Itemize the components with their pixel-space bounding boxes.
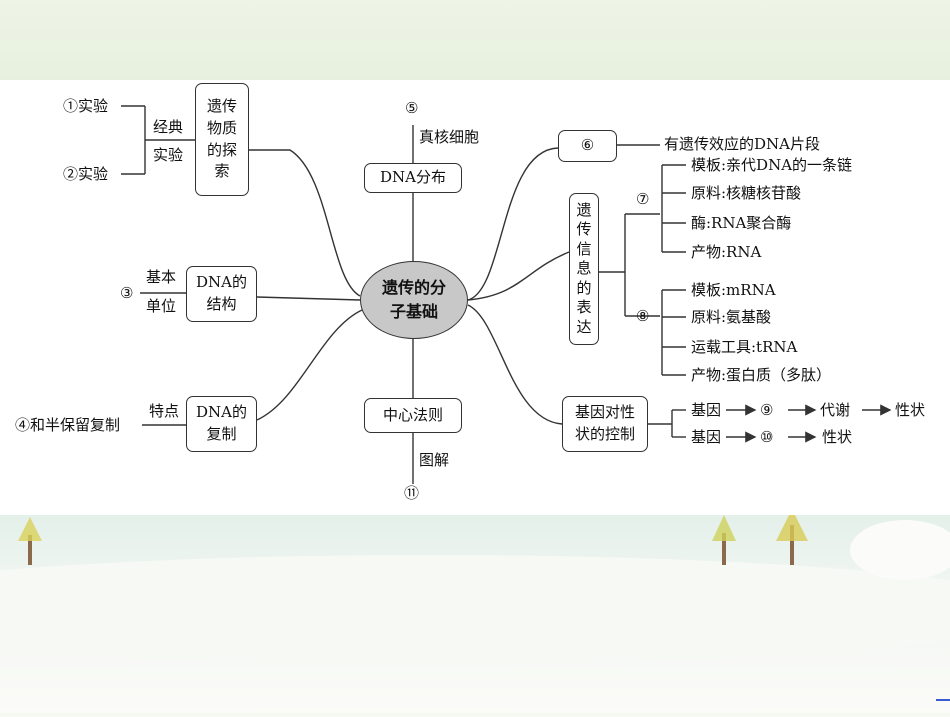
experiment-label: 实验 [153,146,184,164]
branch-expression [467,251,570,301]
branch-gene-def [467,147,559,301]
expression-char: 信 [576,239,592,258]
num-10: ⑩ [760,428,774,446]
branch-explore [249,149,361,297]
snow-scene-art [0,509,950,665]
structure-box: DNA的 结构 [186,266,257,322]
expression-char: 传 [576,220,592,239]
structure-box-line: DNA的 [196,273,247,292]
eukaryote-label: 真核细胞 [419,128,480,146]
expression-box: 遗 传 信 息 的 表 达 [569,193,599,345]
trait-1: 性状 [895,401,926,419]
num-7: ⑦ [636,190,650,208]
explore-box: 遗传 物质 的探 索 [195,83,249,196]
expression-char: 表 [576,298,592,317]
transcription-enzyme: 酶:RNA聚合酶 [691,214,792,232]
metabolism-label: 代谢 [820,401,851,419]
dna-distribution-box: DNA分布 [364,163,462,193]
explore-box-line: 索 [214,162,230,181]
num-9: ⑨ [760,401,774,419]
basic-label: 基本 [146,268,177,286]
gene-2: 基因 [691,428,722,446]
diagram-label: 图解 [419,451,450,469]
unit-label: 单位 [146,297,177,315]
gene-1: 基因 [691,401,722,419]
replication-box-line: DNA的 [196,403,247,422]
feature-label: 特点 [149,402,180,420]
branch-control [467,304,563,425]
center-line-2: 子基础 [389,302,438,321]
gene-control-box: 基因对性 状的控制 [562,396,648,452]
explore-box-line: 物质 [206,118,237,137]
explore-box-line: 遗传 [206,97,237,115]
translation-template: 模板:mRNA [691,281,776,299]
central-dogma-box: 中心法则 [364,398,462,433]
translation-material: 原料:氨基酸 [691,308,772,326]
num-3: ③ [120,284,134,302]
num-11: ⑪ [404,484,420,502]
classic-label: 经典 [153,118,184,136]
gene-definition-box: ⑥ [558,130,617,162]
transcription-template: 模板:亲代DNA的一条链 [691,156,853,174]
translation-product: 产物:蛋白质（多肽） [691,366,832,384]
central-dogma-label: 中心法则 [382,405,443,424]
center-line-1: 遗传的分 [381,278,446,297]
snow-scene [0,509,950,713]
branch-replication [256,309,363,421]
branch-structure [256,296,361,301]
replication-note: ④和半保留复制 [15,416,121,434]
gene-control-line: 基因对性 [574,403,635,422]
transcription-material: 原料:核糖核苷酸 [691,184,802,202]
experiment-1: ①实验 [63,97,109,115]
gene-definition: 有遗传效应的DNA片段 [664,135,820,153]
expression-char: 达 [576,317,592,336]
translation-transport: 运载工具:tRNA [691,338,798,356]
corner-mark [936,699,950,713]
replication-box: DNA的 复制 [186,396,257,452]
replication-box-line: 复制 [206,425,237,443]
expression-char: 遗 [576,200,592,219]
expression-char: 息 [576,259,592,278]
num-6: ⑥ [580,136,595,155]
transcription-product: 产物:RNA [691,243,762,261]
center-topic: 遗传的分 子基础 [360,261,468,339]
concept-map-panel [0,80,950,515]
structure-box-line: 结构 [206,295,237,313]
num-8: ⑧ [636,307,650,325]
arrows [726,404,892,443]
num-5: ⑤ [405,99,419,117]
expression-char: 的 [576,278,592,297]
header-band [0,0,950,80]
dna-distribution-label: DNA分布 [380,168,446,187]
gene-control-line: 状的控制 [574,425,635,443]
explore-box-line: 的探 [206,140,237,159]
trait-2: 性状 [822,428,853,446]
experiment-2: ②实验 [63,165,109,183]
